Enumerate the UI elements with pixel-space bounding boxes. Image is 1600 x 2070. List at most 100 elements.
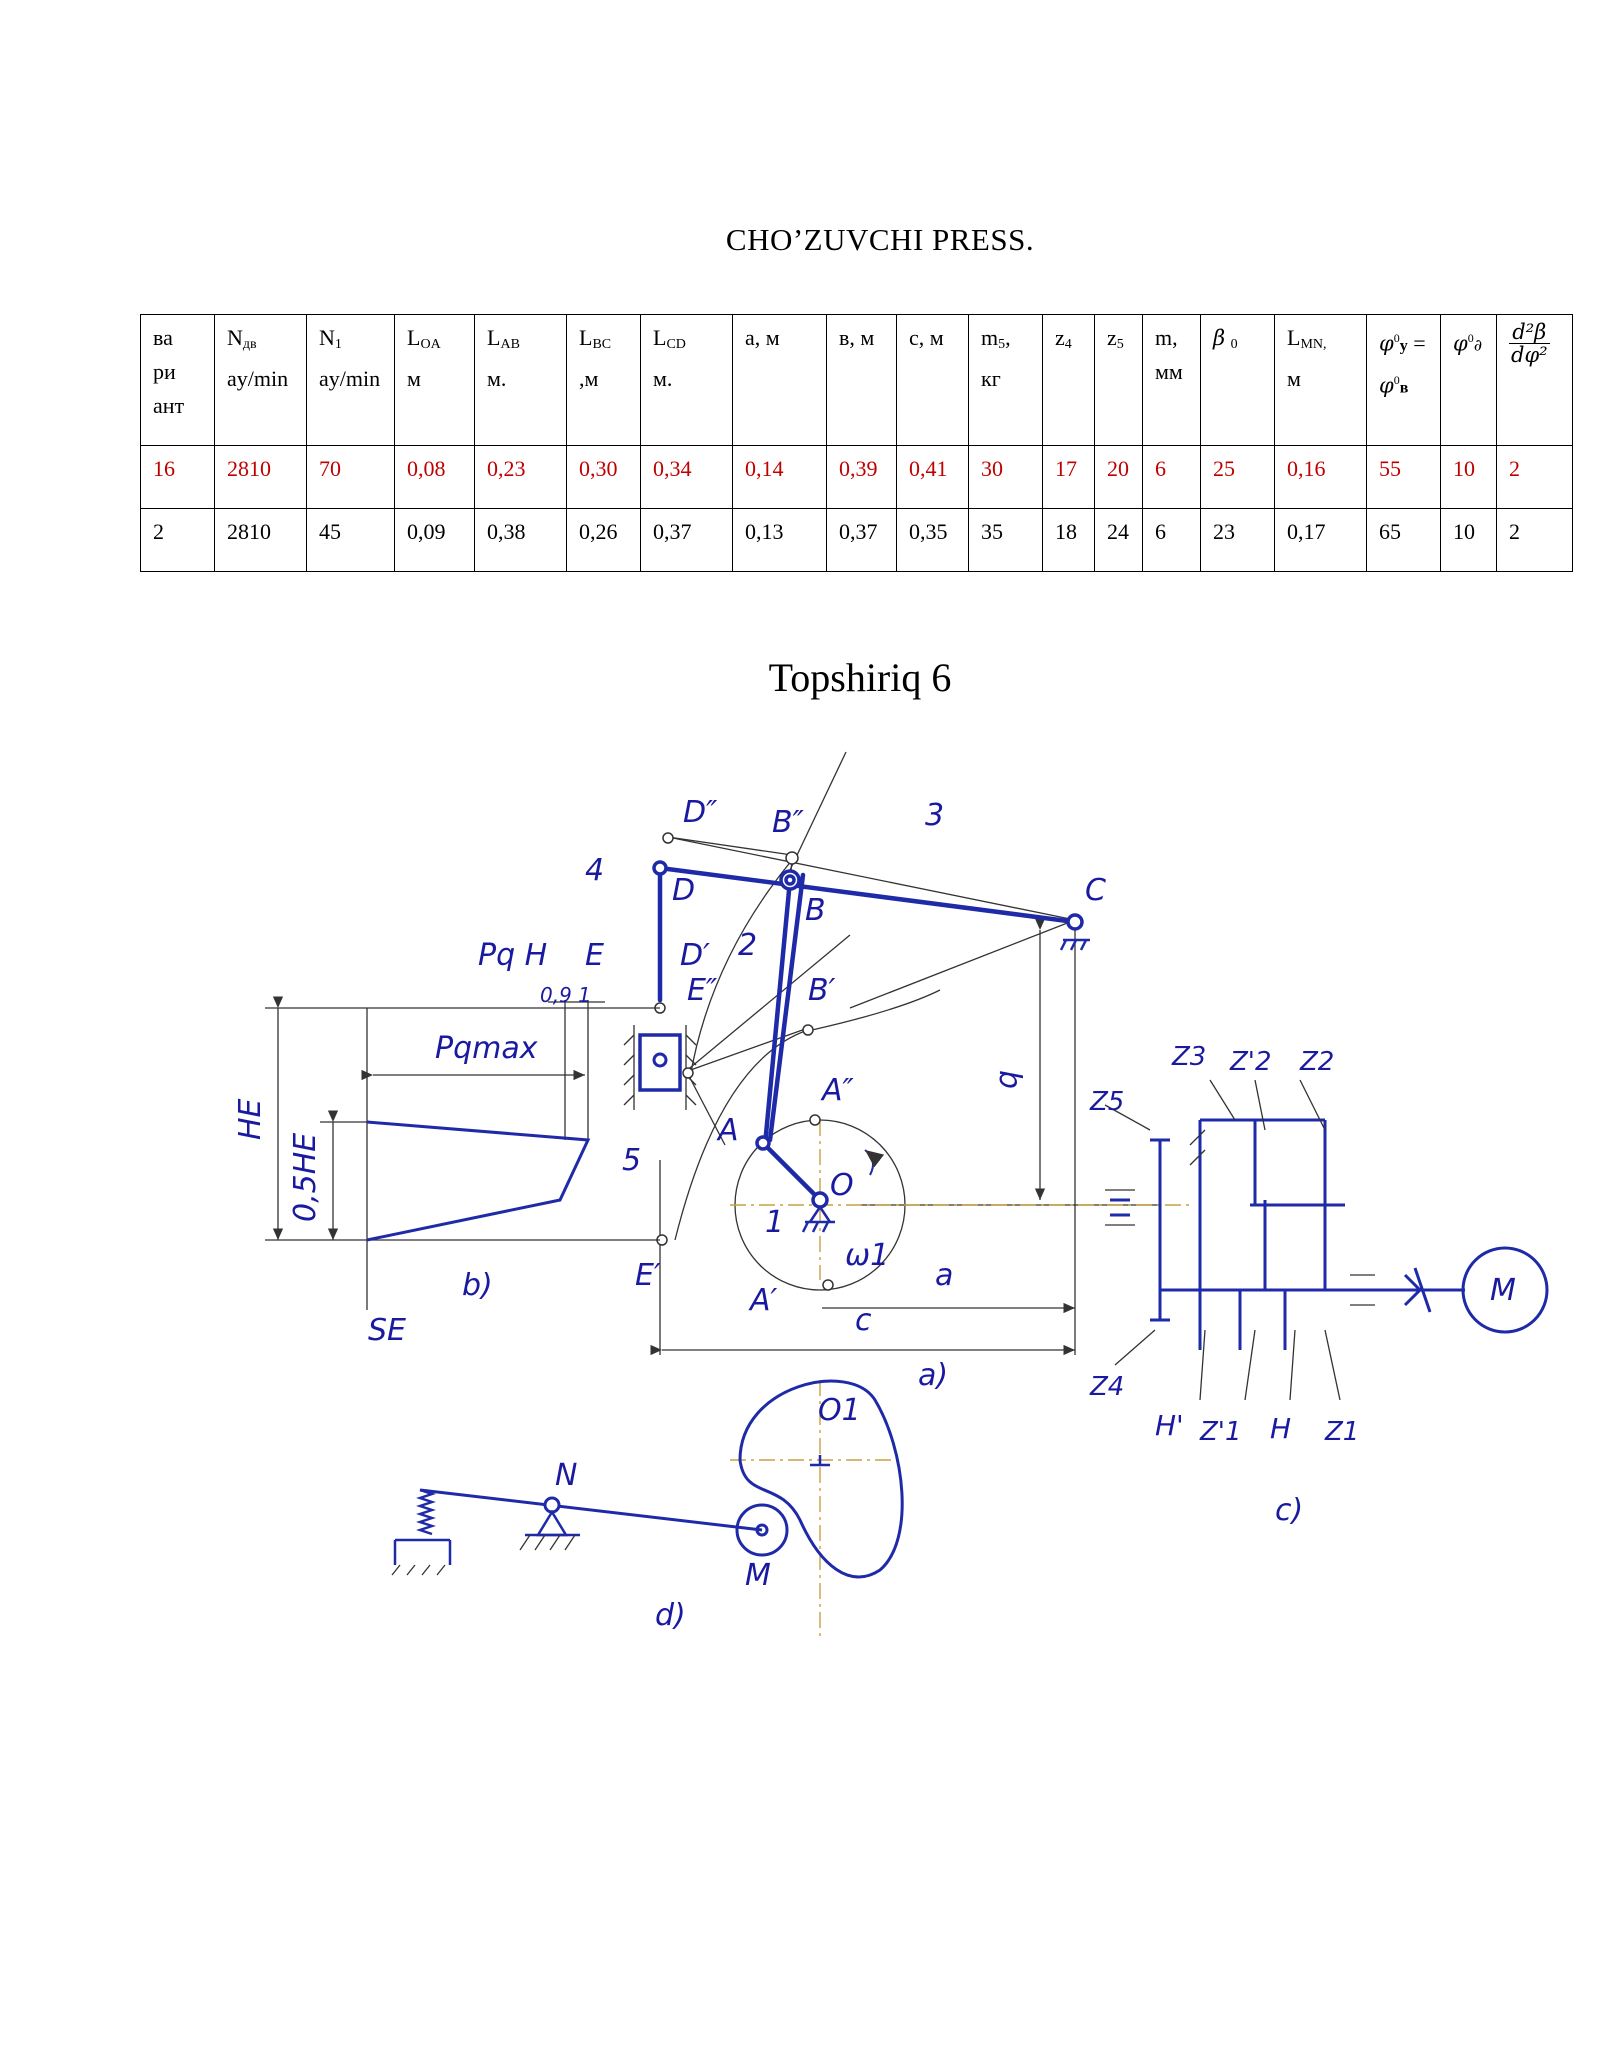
- diagram-labels: D″ B″ 3 4 D B C Pq H E D′ 2 E″ B′ 0,9 1 …: [233, 795, 1516, 1633]
- label-motor: M: [1490, 1273, 1516, 1308]
- main-links: [657, 865, 1078, 1203]
- label-link-4: 4: [585, 853, 604, 888]
- label-Z5: Z5: [1089, 1087, 1124, 1117]
- rotation-arrow: [864, 1149, 885, 1176]
- linkage-mechanism: [623, 751, 1190, 1356]
- table-cell: 0,35: [896, 508, 969, 572]
- table-cell: 0,09: [394, 508, 475, 572]
- table-cell: 17: [1042, 445, 1095, 509]
- cam-roller: [735, 1503, 789, 1557]
- table-cell: 0,34: [640, 445, 733, 509]
- label-A2: A″: [820, 1073, 855, 1108]
- label-B1: B′: [808, 973, 836, 1008]
- header-cell-z5: z5: [1094, 314, 1143, 446]
- table-cell: 24: [1094, 508, 1143, 572]
- table-cell: 2: [1496, 445, 1573, 509]
- gear-leaders: [1104, 1079, 1341, 1401]
- table-cell: 2: [1496, 508, 1573, 572]
- label-D1: D′: [680, 938, 710, 973]
- table-cell: 0,08: [394, 445, 475, 509]
- table-cell: 0,37: [640, 508, 733, 572]
- label-Z2p: Z'2: [1229, 1047, 1272, 1077]
- follower-lever: [419, 1488, 763, 1532]
- label-Z1p: Z'1: [1199, 1417, 1242, 1447]
- header-cell-beta0: β 0: [1200, 314, 1275, 446]
- label-O: O: [830, 1168, 854, 1203]
- cam-mechanism: [391, 1379, 904, 1640]
- header-cell-lmn: LMN,м: [1274, 314, 1367, 446]
- table-cell: 0,14: [732, 445, 827, 509]
- label-view-c: c): [1275, 1493, 1303, 1528]
- label-E2: E″: [687, 973, 718, 1008]
- planetary-gearbox: [1105, 1118, 1549, 1350]
- label-link-3: 3: [925, 798, 944, 833]
- table-cell: 0,13: [732, 508, 827, 572]
- label-tick: 0,9 1: [540, 983, 591, 1007]
- label-Z3: Z3: [1171, 1042, 1206, 1072]
- table-cell: 30: [968, 445, 1043, 509]
- header-cell-c: с, м: [896, 314, 969, 446]
- table-cell: 10: [1440, 508, 1497, 572]
- header-cell-a: а, м: [732, 314, 827, 446]
- table-cell: 23: [1200, 508, 1275, 572]
- label-D: D: [672, 873, 695, 908]
- label-B2: B″: [772, 805, 805, 840]
- label-b: b: [992, 1070, 1027, 1089]
- table-cell: 65: [1366, 508, 1441, 572]
- label-a: a: [935, 1258, 953, 1293]
- table-cell: 2810: [214, 508, 307, 572]
- label-Z1: Z1: [1324, 1417, 1359, 1447]
- label-Hp: H': [1155, 1409, 1184, 1442]
- label-Pqmax: Pqmax: [435, 1031, 538, 1066]
- force-diagram: [265, 996, 660, 1310]
- table-cell: 10: [1440, 445, 1497, 509]
- label-SE: SE: [368, 1313, 406, 1348]
- table-cell: 6: [1142, 445, 1201, 509]
- label-N: N: [555, 1458, 577, 1493]
- label-Z2: Z2: [1299, 1047, 1334, 1077]
- header-cell-b: в, м: [826, 314, 897, 446]
- table-cell: 70: [306, 445, 395, 509]
- table-cell: 0,37: [826, 508, 897, 572]
- label-view-d: d): [655, 1598, 686, 1633]
- joints: [652, 860, 1084, 1209]
- table-cell: 0,17: [1274, 508, 1367, 572]
- label-view-b: b): [462, 1268, 493, 1303]
- label-link-5: 5: [622, 1143, 641, 1178]
- label-C: C: [1085, 873, 1106, 908]
- label-Pq-H: Pq H: [478, 938, 547, 973]
- label-H: H: [1270, 1412, 1291, 1445]
- document-title: CHO’ZUVCHI PRESS.: [725, 222, 1035, 257]
- table-cell: 0,16: [1274, 445, 1367, 509]
- label-link-1: 1: [765, 1205, 784, 1240]
- label-roller-M: M: [745, 1558, 771, 1593]
- header-cell-lbc: LBC,м: [566, 314, 641, 446]
- label-A: A: [716, 1113, 739, 1148]
- table-cell: 0,39: [826, 445, 897, 509]
- label-O1: O1: [818, 1393, 861, 1428]
- table-cell: 45: [306, 508, 395, 572]
- table-cell: 35: [968, 508, 1043, 572]
- position-points: [654, 832, 834, 1291]
- label-c: c: [855, 1303, 872, 1338]
- force-curve: [366, 1120, 591, 1242]
- label-link-2: 2: [738, 928, 757, 963]
- label-E1: E′: [635, 1258, 661, 1293]
- label-half-HE: 0,5HE: [288, 1133, 323, 1222]
- label-Z4: Z4: [1089, 1372, 1124, 1402]
- label-A1: A′: [748, 1283, 778, 1318]
- auxiliary-lines: [650, 751, 1160, 1356]
- assignment-title: Topshiriq 6: [768, 655, 952, 700]
- label-D2: D″: [683, 795, 718, 830]
- slider-block: [623, 1025, 697, 1110]
- header-cell-m: m, мм: [1142, 314, 1201, 446]
- table-cell: 0,41: [896, 445, 969, 509]
